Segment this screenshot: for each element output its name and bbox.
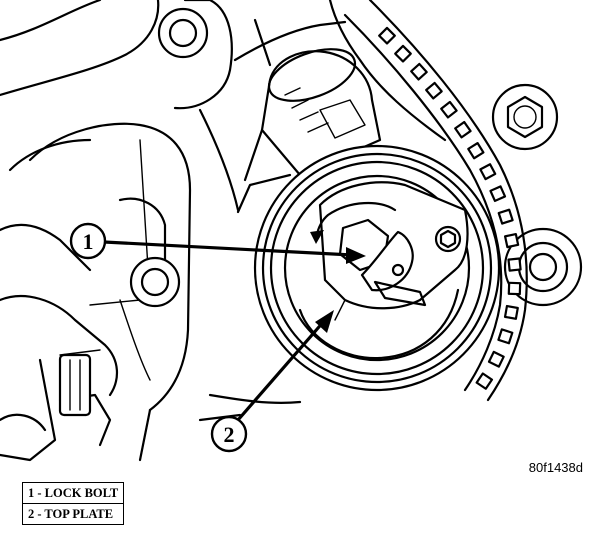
mounting-bolts	[129, 7, 583, 308]
callout-2-circle	[210, 415, 248, 453]
rotation-arrow	[310, 201, 397, 244]
figure-id-label: 80f1438d	[529, 460, 583, 475]
callout-1-arrowhead	[346, 247, 366, 264]
legend-box: 1 - LOCK BOLT 2 - TOP PLATE	[22, 482, 125, 525]
callout-2: 2	[210, 310, 334, 453]
callout-1: 1	[69, 222, 366, 264]
timing-belt	[343, 0, 528, 402]
legend-item-lock-bolt: 1 - LOCK BOLT	[28, 486, 119, 500]
bolt-top-left	[157, 7, 209, 59]
bolt-right-top	[491, 83, 559, 151]
callout-2-arrowhead	[315, 310, 334, 333]
belt-teeth	[378, 26, 522, 390]
legend-item-top-plate: 2 - TOP PLATE	[23, 503, 124, 524]
engine-housing	[0, 0, 447, 462]
callout-1-circle	[69, 222, 107, 260]
bolt-left-middle	[129, 256, 181, 308]
housing-boss	[58, 353, 92, 417]
callout-1-number: 1	[83, 229, 94, 254]
tensioner-body	[236, 48, 382, 214]
callout-2-number: 2	[224, 422, 235, 447]
